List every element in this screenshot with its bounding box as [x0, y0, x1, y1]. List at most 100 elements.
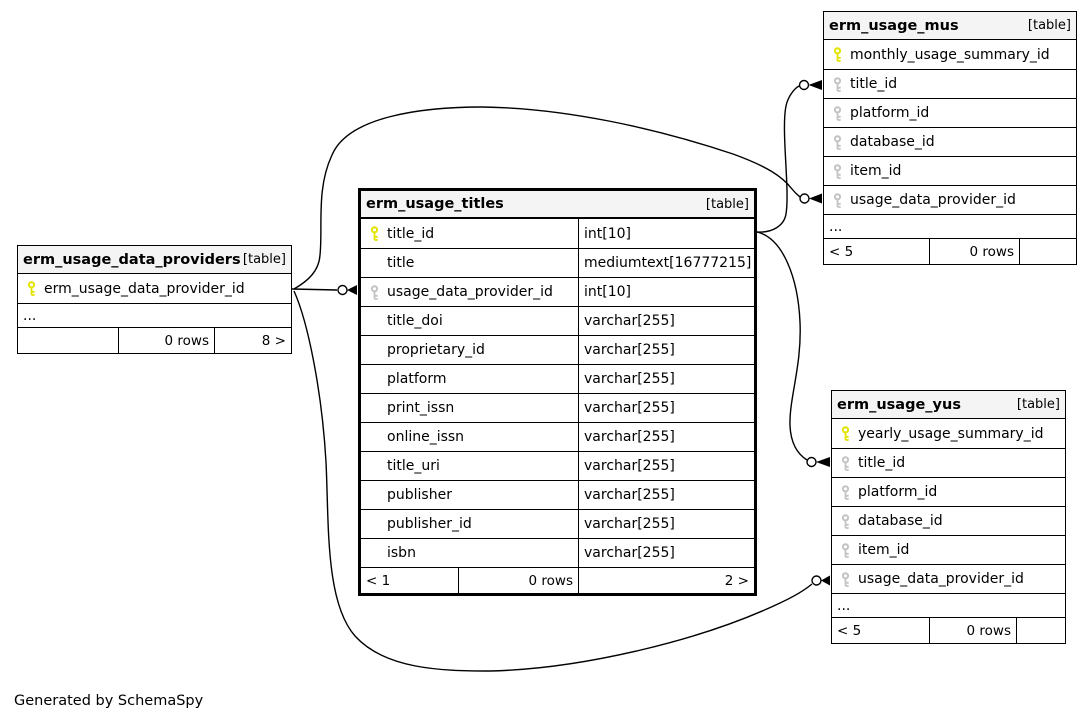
table-row: yearly_usage_summary_id	[832, 419, 1065, 448]
column-name: usage_data_provider_id	[850, 192, 1016, 208]
column-name: title	[387, 255, 415, 271]
footer-parents-link[interactable]: < 5	[829, 243, 854, 260]
table-row: online_issn varchar[255]	[361, 422, 754, 451]
footer-children-link[interactable]: 2 >	[578, 568, 754, 593]
primary-key-icon	[824, 47, 850, 62]
foreign-key-icon	[824, 105, 850, 121]
table-footer: 0 rows 8 >	[18, 327, 291, 353]
column-name: title_uri	[387, 458, 440, 474]
table-header[interactable]: erm_usage_yus [table]	[832, 391, 1065, 419]
table-row: item_id	[824, 156, 1076, 185]
footer-children-link[interactable]: 8 >	[214, 328, 291, 353]
table-name[interactable]: erm_usage_data_providers	[23, 251, 241, 268]
column-name: proprietary_id	[387, 342, 485, 358]
table-row: database_id	[832, 506, 1065, 535]
footer-rows-count: 0 rows	[458, 568, 578, 593]
table-badge: [table]	[705, 196, 749, 212]
table-footer: < 5 0 rows	[832, 617, 1065, 643]
column-name: platform_id	[850, 105, 930, 121]
column-name: usage_data_provider_id	[858, 571, 1024, 587]
table-row: isbn varchar[255]	[361, 538, 754, 567]
table-badge: [table]	[1027, 18, 1071, 33]
foreign-key-icon	[824, 134, 850, 150]
foreign-key-icon	[824, 163, 850, 179]
ellipsis-row: ...	[824, 214, 1076, 238]
footer-parents-link[interactable]: < 1	[366, 572, 391, 589]
table-name[interactable]: erm_usage_titles	[366, 196, 504, 212]
column-name: yearly_usage_summary_id	[858, 425, 1044, 442]
table-row: platform_id	[832, 477, 1065, 506]
table-badge: [table]	[1016, 397, 1060, 412]
column-type: varchar[255]	[578, 307, 760, 335]
column-type: varchar[255]	[578, 481, 760, 509]
table-name[interactable]: erm_usage_mus	[829, 17, 959, 34]
table-header[interactable]: erm_usage_data_providers [table]	[18, 246, 291, 274]
footer-parents	[18, 328, 118, 353]
column-name: erm_usage_data_provider_id	[44, 280, 245, 297]
table-name[interactable]: erm_usage_yus	[837, 396, 961, 413]
foreign-key-icon	[361, 284, 387, 300]
schemaspy-credit: Generated by SchemaSpy	[14, 693, 204, 709]
foreign-key-icon	[832, 513, 858, 529]
column-name: publisher	[387, 487, 452, 503]
table-row: database_id	[824, 127, 1076, 156]
column-name: monthly_usage_summary_id	[850, 46, 1050, 63]
table-row: proprietary_id varchar[255]	[361, 335, 754, 364]
primary-key-icon	[832, 426, 858, 441]
table-row: title_id	[824, 69, 1076, 98]
column-type: varchar[255]	[578, 394, 760, 422]
table-row: usage_data_provider_id	[824, 185, 1076, 214]
column-name: item_id	[850, 163, 902, 179]
footer-children-link	[1016, 618, 1065, 643]
table-header[interactable]: erm_usage_mus [table]	[824, 12, 1076, 40]
column-name: usage_data_provider_id	[387, 284, 553, 300]
column-name: platform	[387, 371, 447, 387]
column-type: varchar[255]	[578, 423, 760, 451]
foreign-key-icon	[832, 542, 858, 558]
primary-key-icon	[361, 226, 387, 241]
column-name: title_id	[850, 76, 898, 92]
table-header[interactable]: erm_usage_titles [table]	[361, 191, 754, 219]
table-row: title_uri varchar[255]	[361, 451, 754, 480]
foreign-key-icon	[832, 484, 858, 500]
footer-rows-count: 0 rows	[929, 618, 1016, 643]
column-type: varchar[255]	[578, 510, 760, 538]
foreign-key-icon	[824, 76, 850, 92]
table-badge: [table]	[242, 252, 286, 267]
foreign-key-icon	[832, 455, 858, 471]
table-erm-usage-titles: erm_usage_titles [table] title_id int[10…	[358, 188, 757, 596]
column-type: int[10]	[578, 219, 760, 248]
primary-key-icon	[18, 281, 44, 296]
table-row: title_doi varchar[255]	[361, 306, 754, 335]
column-name: publisher_id	[387, 516, 472, 532]
column-name: print_issn	[387, 400, 455, 416]
table-row: publisher varchar[255]	[361, 480, 754, 509]
footer-rows-count: 0 rows	[118, 328, 214, 353]
column-type: mediumtext[16777215]	[578, 249, 760, 277]
table-row: usage_data_provider_id int[10]	[361, 277, 754, 306]
footer-children-link	[1019, 239, 1076, 264]
table-row: platform varchar[255]	[361, 364, 754, 393]
edge-titles-mus	[756, 85, 800, 233]
footer-rows-count: 0 rows	[929, 239, 1019, 264]
column-type: varchar[255]	[578, 336, 760, 364]
foreign-key-icon	[824, 192, 850, 208]
column-name: database_id	[858, 513, 943, 529]
ellipsis-row: ...	[832, 593, 1065, 617]
column-type: varchar[255]	[578, 365, 760, 393]
column-type: varchar[255]	[578, 452, 760, 480]
table-row: publisher_id varchar[255]	[361, 509, 754, 538]
column-name: database_id	[850, 134, 935, 150]
table-row: item_id	[832, 535, 1065, 564]
table-row: title mediumtext[16777215]	[361, 248, 754, 277]
ellipsis-row: ...	[18, 303, 291, 327]
column-name: title_id	[387, 225, 435, 242]
column-type: varchar[255]	[578, 539, 760, 567]
edge-titles-yus	[756, 231, 808, 461]
table-row: monthly_usage_summary_id	[824, 40, 1076, 69]
column-name: isbn	[387, 545, 416, 561]
footer-parents-link[interactable]: < 5	[837, 622, 862, 639]
table-erm-usage-data-providers: erm_usage_data_providers [table] erm_usa…	[17, 245, 292, 354]
edge-dp-titles	[291, 288, 338, 291]
